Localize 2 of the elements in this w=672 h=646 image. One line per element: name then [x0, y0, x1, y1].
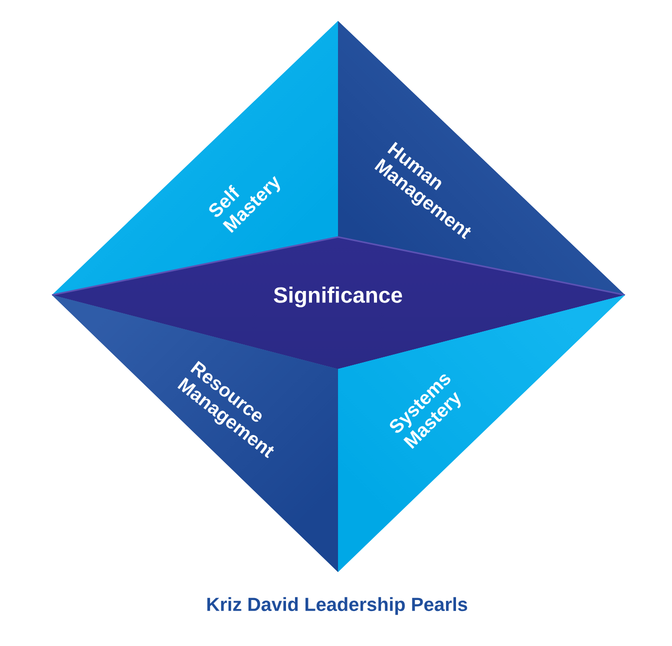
center-label: Significance: [274, 286, 402, 308]
caption: Kriz David Leadership Pearls: [207, 597, 468, 615]
